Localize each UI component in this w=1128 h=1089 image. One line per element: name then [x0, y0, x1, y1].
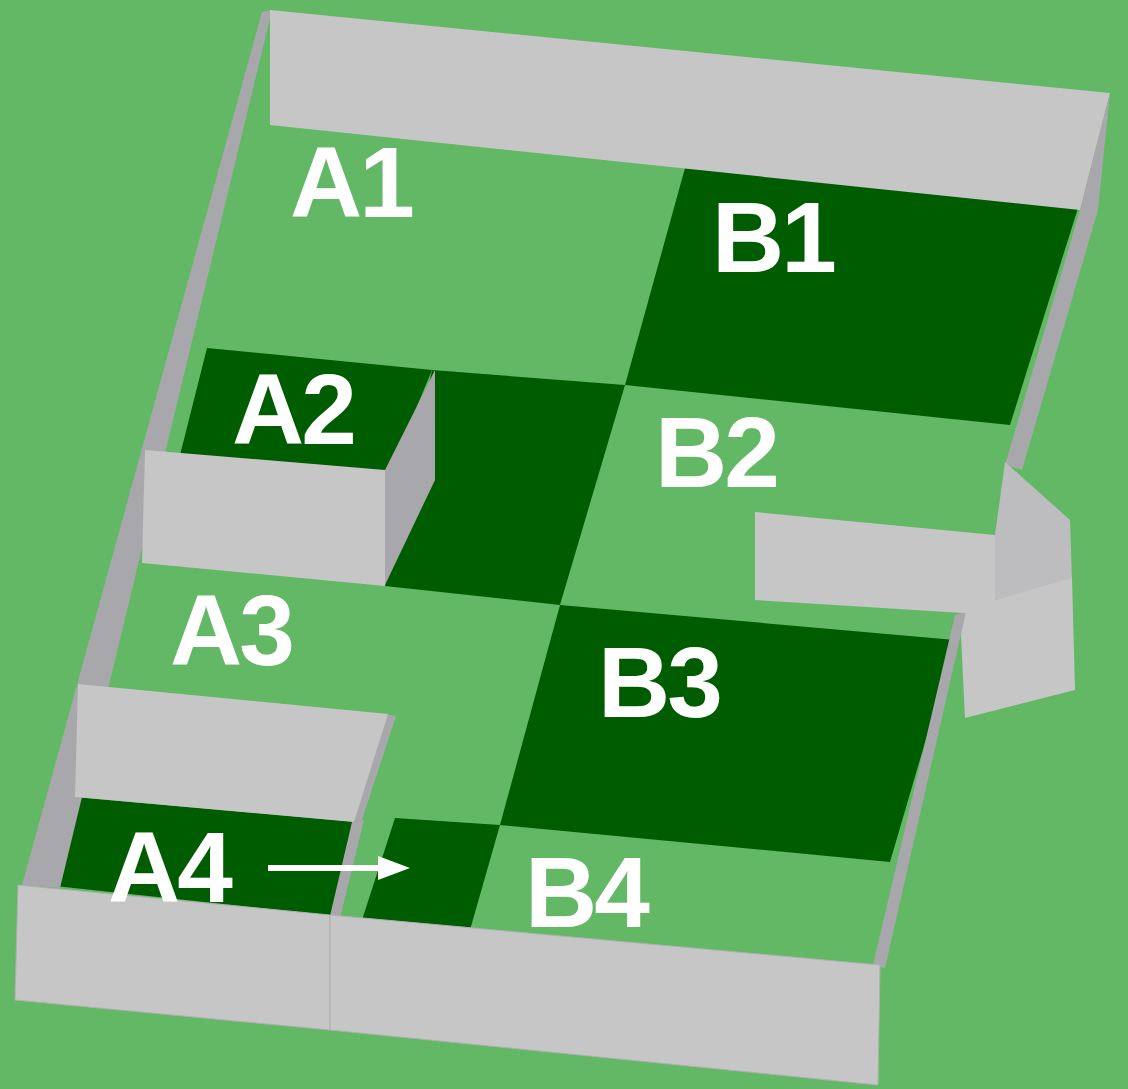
dark-cell	[625, 168, 1078, 425]
dark-cell	[500, 605, 955, 862]
cell-label: B4	[525, 842, 647, 942]
inner-wall	[142, 450, 385, 586]
cell-label: A3	[170, 580, 292, 680]
dark-cell	[385, 370, 625, 605]
cell-label: A4	[108, 817, 230, 917]
right-wall	[995, 462, 1072, 600]
inner-wall	[755, 512, 995, 615]
arrow-head	[378, 856, 410, 880]
cell-label: A1	[290, 132, 412, 232]
cell-label: B2	[655, 402, 777, 502]
right-wall	[873, 612, 966, 968]
direction-arrow	[268, 865, 382, 871]
right-wall	[1005, 93, 1110, 470]
inner-wall	[385, 370, 435, 585]
dark-cell	[362, 818, 500, 930]
cell-label: B1	[712, 187, 834, 287]
cell-label: A2	[232, 359, 354, 459]
cell-label: B3	[598, 632, 720, 732]
inner-wall	[75, 684, 388, 822]
